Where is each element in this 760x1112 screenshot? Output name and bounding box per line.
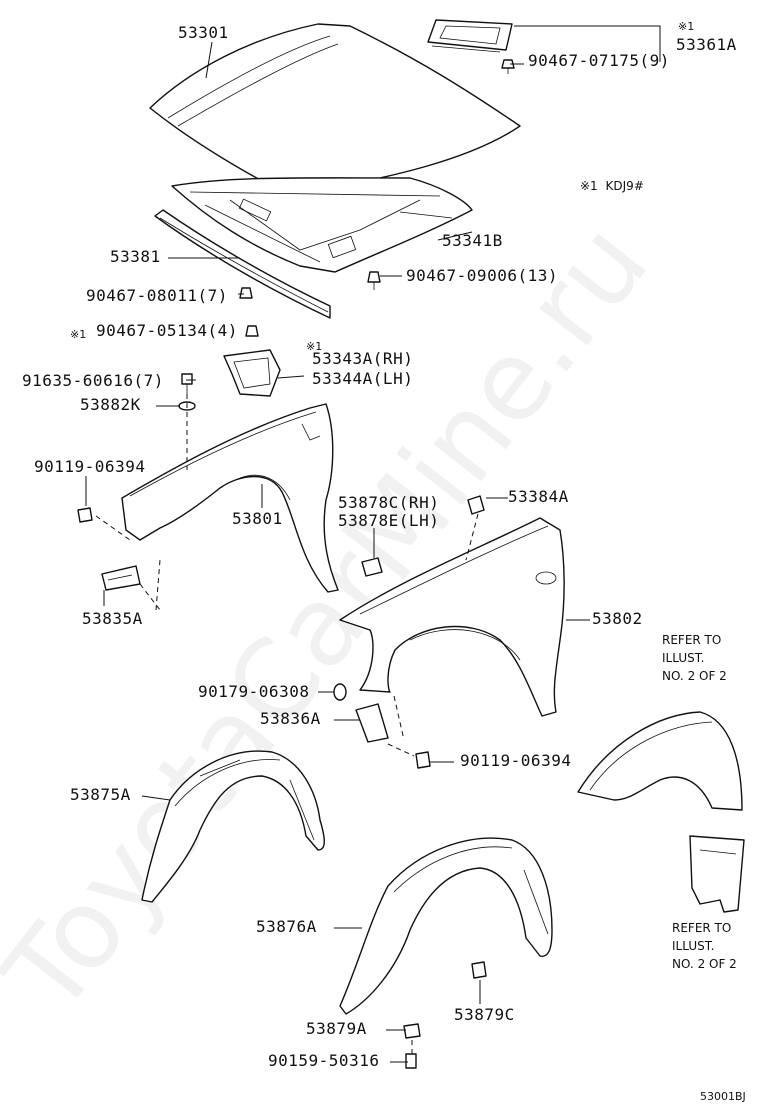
footnote: ※1 KDJ9# xyxy=(580,179,644,193)
label-90119-06394-b: 90119-06394 xyxy=(460,751,571,770)
label-53341B: 53341B xyxy=(442,231,503,250)
mudflap-ref xyxy=(689,835,745,913)
bracket-53343A-53344A[interactable] xyxy=(223,349,281,397)
label-53876A: 53876A xyxy=(256,917,317,936)
label-53384A: 53384A xyxy=(508,487,569,506)
leader-lines xyxy=(85,25,661,1063)
seal-53384A[interactable] xyxy=(467,495,485,515)
bracket-53836A[interactable] xyxy=(355,703,389,743)
label-90179-06308: 90179-06308 xyxy=(198,682,309,701)
clip-53879C[interactable] xyxy=(471,961,487,979)
label-90467-07175: 90467-07175(9) xyxy=(528,51,670,70)
label-53801: 53801 xyxy=(232,509,283,528)
label-53879C: 53879C xyxy=(454,1005,515,1024)
label-53361A: 53361A xyxy=(676,35,737,54)
bolt-91635-60616[interactable] xyxy=(181,373,193,394)
clip-90467-09006[interactable] xyxy=(367,271,381,290)
label-53836A: 53836A xyxy=(260,709,321,728)
label-53878C: 53878C(RH) xyxy=(338,493,439,512)
hood-seal-53381[interactable] xyxy=(154,209,331,319)
hood-protector-53361A[interactable] xyxy=(427,19,513,53)
fender-liner-53876A[interactable] xyxy=(339,837,553,1015)
refer-note-2: REFER TO ILLUST. NO. 2 OF 2 xyxy=(672,921,737,971)
clip-53878C-53878E[interactable] xyxy=(361,557,383,577)
clip-90467-08011[interactable] xyxy=(239,287,253,299)
refer-note-1: REFER TO ILLUST. NO. 2 OF 2 xyxy=(662,633,727,683)
hood-inner-panel-53341B[interactable] xyxy=(171,177,473,273)
label-53343A: 53343A(RH) xyxy=(312,349,413,368)
footnote-text: KDJ9# xyxy=(606,179,644,193)
label-90467-09006: 90467-09006(13) xyxy=(406,266,558,285)
footnote-mark-90467-05134: ※1 xyxy=(70,328,86,341)
clip-90467-07175[interactable] xyxy=(501,59,515,74)
label-53878E: 53878E(LH) xyxy=(338,511,439,530)
dashed-guides xyxy=(95,394,479,1054)
label-53875A: 53875A xyxy=(70,785,131,804)
fender-liner-53875A[interactable] xyxy=(141,750,325,903)
label-91635-60616: 91635-60616(7) xyxy=(22,371,164,390)
footnote-mark-53343A: ※1 xyxy=(306,340,322,353)
clip-53879A[interactable] xyxy=(403,1023,421,1039)
label-53301: 53301 xyxy=(178,23,229,42)
label-53835A: 53835A xyxy=(82,609,143,628)
label-90467-05134: 90467-05134(4) xyxy=(96,321,238,340)
fender-53802[interactable] xyxy=(339,517,565,717)
fender-53801[interactable] xyxy=(121,403,339,593)
diagram-code: 53001BJ xyxy=(700,1090,746,1103)
label-53381: 53381 xyxy=(110,247,161,266)
label-90467-08011: 90467-08011(7) xyxy=(86,286,228,305)
footnote-mark-53361A: ※1 xyxy=(678,20,694,33)
bolt-90119-06394-b[interactable] xyxy=(415,751,431,769)
screw-90159-50316[interactable] xyxy=(405,1053,417,1069)
label-53879A: 53879A xyxy=(306,1019,367,1038)
fender-flare-ref xyxy=(577,711,743,811)
label-53344A: 53344A(LH) xyxy=(312,369,413,388)
footnote-mark: ※1 xyxy=(580,179,598,193)
label-53882K: 53882K xyxy=(80,395,141,414)
label-53802: 53802 xyxy=(592,609,643,628)
bolt-90119-06394-a[interactable] xyxy=(77,507,93,523)
label-90159-50316: 90159-50316 xyxy=(268,1051,379,1070)
label-90119-06394-a: 90119-06394 xyxy=(34,457,145,476)
bracket-53835A[interactable] xyxy=(101,565,141,591)
nut-90179-06308[interactable] xyxy=(333,683,347,701)
clip-90467-05134[interactable] xyxy=(245,325,259,337)
